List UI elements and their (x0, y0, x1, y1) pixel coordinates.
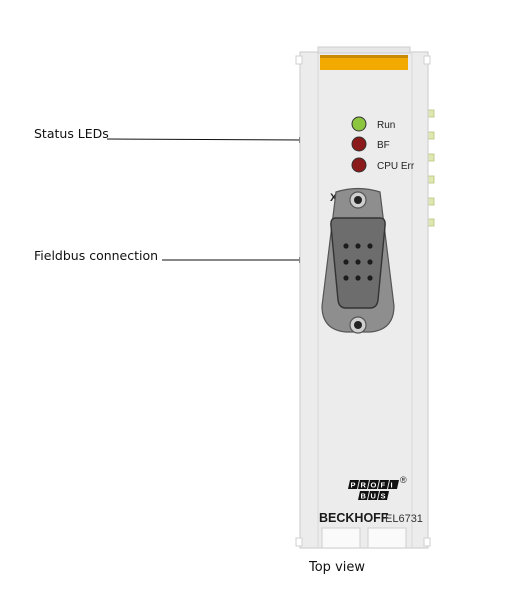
logo-letter-box (358, 491, 369, 500)
connector-pin (343, 275, 349, 281)
side-contacts (427, 109, 435, 227)
logo-letter-box (378, 491, 389, 500)
status-leds-leader-line (106, 136, 307, 143)
logo-letter-box (358, 480, 369, 489)
connector-pin (355, 243, 361, 249)
status-leds-callout-label: Status LEDs (34, 126, 109, 141)
logo-letter: U (371, 492, 376, 501)
top-release-tab (317, 46, 411, 70)
manufacturer-name: BECKHOFF (319, 511, 389, 525)
caption: Top view (309, 560, 366, 575)
connector-pins (343, 243, 373, 281)
logo-letter-box (378, 480, 389, 489)
logo-letter: I (391, 481, 393, 490)
side-contact (427, 197, 435, 206)
logo-letter-box (348, 480, 359, 489)
registered-mark: ® (400, 475, 407, 485)
logo-letter: F (381, 481, 386, 490)
logo-letter: O (371, 481, 377, 490)
led-label: CPU Err (377, 161, 415, 172)
logo-letter: P (351, 481, 356, 490)
connector-pin (367, 243, 373, 249)
led-bf: BF (351, 136, 390, 152)
logo-letter-box (388, 480, 399, 489)
led-label: Run (377, 120, 395, 131)
connector-pin (367, 259, 373, 265)
side-contact (427, 218, 435, 227)
connector-pin (367, 275, 373, 281)
status-leds-label: Status LEDs (34, 126, 109, 141)
logo-letter: S (381, 492, 386, 501)
side-contact (427, 175, 435, 184)
side-contact (427, 153, 435, 162)
led-cpu-err: CPU Err (351, 157, 415, 173)
side-contact (427, 109, 435, 118)
connector-pin (355, 275, 361, 281)
logo-letter: B (361, 492, 367, 501)
led-indicator (351, 136, 367, 152)
logo-letter-box (368, 480, 379, 489)
model-number: EL6731 (385, 513, 423, 525)
led-indicator (351, 157, 367, 173)
led-label: BF (377, 140, 390, 151)
side-contact (427, 131, 435, 140)
dsub9-connector (321, 187, 395, 334)
led-run: Run (351, 116, 395, 132)
logo-letter-box (368, 491, 379, 500)
connector-pin (343, 243, 349, 249)
led-indicator (351, 116, 367, 132)
connector-pin (355, 259, 361, 265)
logo-letter: R (361, 481, 367, 490)
fieldbus-connection-callout-label: Fieldbus connection (34, 248, 158, 263)
fieldbus-connection-label: Fieldbus connection (34, 248, 159, 263)
connector-pin (343, 259, 349, 265)
